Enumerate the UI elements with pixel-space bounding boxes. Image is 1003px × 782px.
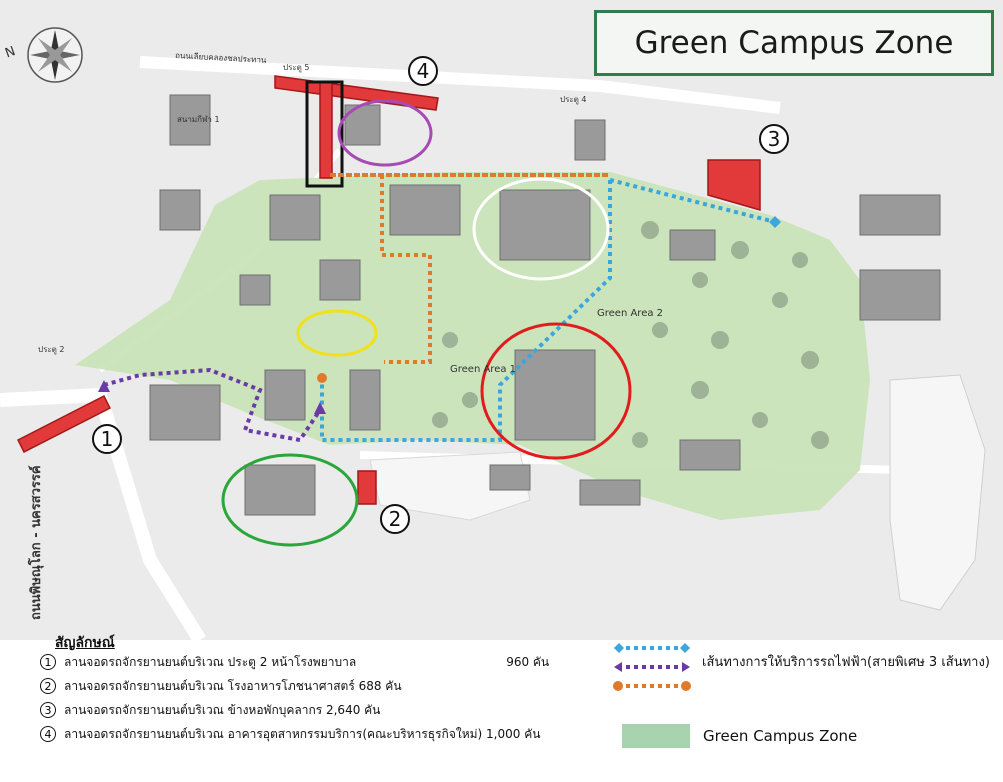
marker-1-label: 1: [100, 427, 114, 451]
parking-area-3: [707, 159, 761, 211]
green-zone-swatch: [622, 724, 690, 748]
marker-2-label: 2: [388, 507, 402, 531]
route-purple: [103, 367, 322, 443]
building-block: [389, 184, 461, 236]
legend: สัญลักษณ์ 1 ลานจอดรถจักรยานยนต์บริเวณ ปร…: [0, 628, 1003, 782]
route-blue-2: [320, 180, 612, 442]
circle-green: [221, 453, 359, 547]
building-block: [679, 439, 741, 471]
legend-item-3: 3 ลานจอดรถจักรยานยนต์บริเวณ ข้างหอพักบุค…: [40, 700, 380, 720]
route-diamond-icon: [614, 643, 624, 653]
building-block: [149, 384, 221, 441]
legend-number-2: 2: [40, 678, 56, 694]
building-block: [579, 479, 641, 506]
label-gate-5: ประตู 5: [283, 63, 310, 73]
trees: [432, 221, 829, 449]
parking-area-2: [357, 470, 377, 505]
route-legend-label: เส้นทางการให้บริการรถไฟฟ้า(สายพิเศษ 3 เส…: [702, 655, 990, 670]
label-green-area-2: Green Area 2: [597, 308, 663, 319]
marker-3: 3: [759, 124, 789, 154]
building-block: [669, 229, 716, 261]
circle-purple: [337, 99, 433, 167]
legend-item-1: 1 ลานจอดรถจักรยานยนต์บริเวณ ประตู 2 หน้า…: [40, 652, 549, 672]
building-block: [269, 194, 321, 241]
route-arrow: [769, 216, 781, 228]
building-block: [499, 189, 591, 261]
north-road: [139, 56, 781, 114]
lake: [889, 374, 986, 611]
highlight-box: [305, 80, 344, 188]
marker-4-label: 4: [416, 59, 430, 83]
route-diamond-icon: [680, 643, 690, 653]
circle-yellow: [296, 309, 378, 357]
label-stadium: สนามกีฬา 1: [177, 115, 220, 124]
route-arrow-icon: [682, 662, 690, 672]
route-arrow: [314, 402, 326, 414]
circle-white: [472, 177, 610, 281]
marker-2: 2: [380, 504, 410, 534]
legend-heading: สัญลักษณ์: [55, 635, 115, 651]
marker-3-label: 3: [767, 127, 781, 151]
building-block: [264, 369, 306, 421]
legend-text-3: ลานจอดรถจักรยานยนต์บริเวณ ข้างหอพักบุคลา…: [64, 702, 381, 717]
stadium-building: [169, 94, 211, 146]
building-block: [489, 464, 531, 491]
route-legend-lines: [613, 643, 691, 691]
parking-area-4-side: [319, 81, 333, 179]
svg-text:N: N: [3, 44, 17, 61]
building-block: [244, 464, 316, 516]
green-zone-label: Green Campus Zone: [703, 727, 858, 745]
building-block: [159, 189, 201, 231]
circle-red: [480, 322, 632, 460]
marker-1: 1: [92, 424, 122, 454]
building-block: [574, 119, 606, 161]
label-green-area-1: Green Area 1: [450, 364, 516, 375]
marker-4: 4: [408, 56, 438, 86]
legend-item-2: 2 ลานจอดรถจักรยานยนต์บริเวณ โรงอาหารโภชน…: [40, 676, 402, 696]
building-block: [239, 274, 271, 306]
page-title: Green Campus Zone: [634, 25, 954, 61]
legend-text-4: ลานจอดรถจักรยานยนต์บริเวณ อาคารอุตสาหกรร…: [64, 726, 541, 741]
building-block: [514, 349, 596, 441]
parking-area-1: [16, 394, 112, 454]
compass-rose-icon: N: [3, 27, 83, 83]
label-road-south: ถนนพิษณุโลก - นครสวรรค์: [27, 465, 44, 620]
title-box: Green Campus Zone: [594, 10, 994, 76]
legend-number-3: 3: [40, 702, 56, 718]
legend-number-4: 4: [40, 726, 56, 742]
building-block: [349, 369, 381, 431]
route-arrow: [98, 380, 110, 392]
route-orange-path: [332, 173, 610, 364]
route-dot-icon: [681, 681, 691, 691]
highlight-circles: [221, 99, 632, 547]
map-canvas: N Green Area 2: [0, 0, 1003, 640]
legend-text-2: ลานจอดรถจักรยานยนต์บริเวณ โรงอาหารโภชนาศ…: [64, 678, 402, 693]
route-endpoint-dot: [317, 373, 327, 383]
west-road: [0, 387, 206, 640]
route-arrow-icon: [614, 662, 622, 672]
legend-item-4: 4 ลานจอดรถจักรยานยนต์บริเวณ อาคารอุตสาหก…: [40, 724, 540, 744]
building-block: [859, 194, 941, 236]
campus-buildings: [149, 94, 941, 516]
label-gate-4: ประตู 4: [560, 95, 587, 105]
building-block: [859, 269, 941, 321]
legend-count-1: 960 คัน: [506, 654, 550, 669]
route-dot-icon: [613, 681, 623, 691]
legend-number-1: 1: [40, 654, 56, 670]
label-gate-2: ประตู 2: [38, 345, 65, 355]
building-block: [319, 259, 361, 301]
campus-map: N Green Area 2: [0, 0, 1003, 640]
legend-text-1: ลานจอดรถจักรยานยนต์บริเวณ ประตู 2 หน้าโร…: [64, 654, 357, 669]
